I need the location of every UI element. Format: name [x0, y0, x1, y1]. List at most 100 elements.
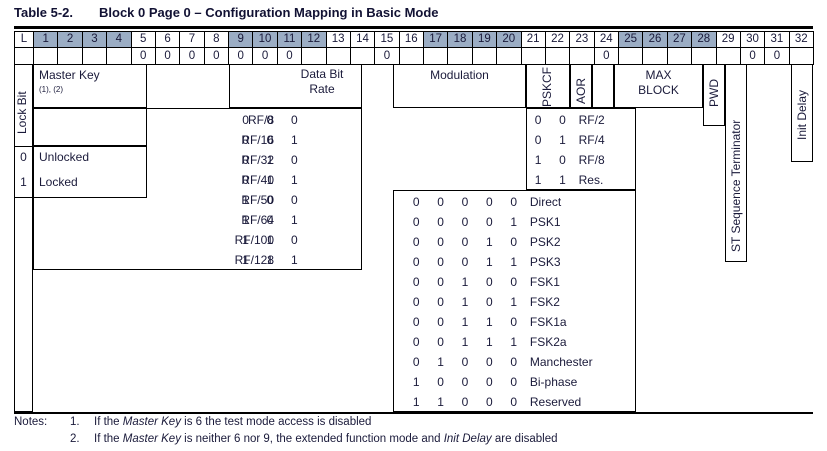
bit-default-16	[398, 47, 425, 65]
modulation-bit-1-1: 0	[437, 215, 444, 229]
modulation-bit-0-0: 0	[412, 195, 420, 209]
modulation-bit-5-1: 0	[437, 295, 444, 309]
data-bit-rate-bit-1-0: 0	[242, 133, 249, 147]
bit-default-6: 0	[154, 47, 181, 65]
modulation-bit-4-0: 0	[412, 275, 420, 289]
modulation-bit-9-0: 1	[412, 375, 420, 389]
modulation-bit-6-0: 0	[412, 315, 420, 329]
master-key-box	[33, 64, 147, 108]
bit-number-19: 19	[471, 31, 498, 48]
data-bit-rate-bit-5-2: 1	[290, 213, 298, 227]
modulation-name-5: FSK2	[529, 295, 560, 309]
table-caption: Block 0 Page 0 – Configuration Mapping i…	[99, 5, 439, 20]
modulation-bit-2-1: 0	[437, 235, 444, 249]
modulation-bit-0-3: 0	[485, 195, 493, 209]
data-bit-rate-bit-2-1: 1	[266, 153, 274, 167]
data-bit-rate-bit-5-1: 0	[266, 213, 274, 227]
data-bit-rate-label-line1: Data Bit	[300, 67, 344, 81]
modulation-name-3: PSK3	[529, 255, 561, 269]
bit-number-7: 7	[179, 31, 205, 48]
bit-number-31: 31	[764, 31, 790, 48]
data-bit-rate-name-0: RF/8	[247, 113, 274, 127]
data-bit-rate-bit-0-0: 0	[242, 113, 249, 127]
modulation-bit-1-2: 0	[461, 215, 469, 229]
modulation-bit-5-0: 0	[412, 295, 420, 309]
bit-number-5: 5	[130, 31, 156, 48]
bit-number-16: 16	[398, 31, 425, 48]
modulation-bit-7-3: 1	[485, 335, 493, 349]
pskcf-values-box	[526, 108, 636, 190]
bit-default-1	[32, 47, 59, 65]
modulation-bit-8-2: 0	[461, 355, 469, 369]
modulation-bit-4-3: 0	[485, 275, 493, 289]
st-sequence-terminator-label: ST Sequence Terminator	[729, 119, 743, 252]
pskcf-bit-3-0: 1	[534, 173, 542, 187]
pwd-box	[703, 64, 725, 126]
modulation-bit-8-1: 1	[437, 355, 444, 369]
bit-default-26	[642, 47, 668, 65]
bit-default-23	[569, 47, 595, 65]
bit-number-28: 28	[691, 31, 717, 48]
pskcf-bit-2-1: 0	[559, 153, 566, 167]
data-bit-rate-bit-3-2: 1	[290, 173, 298, 187]
data-bit-rate-bit-1-1: 0	[266, 133, 274, 147]
pskcf-bit-0-0: 0	[534, 113, 542, 127]
modulation-bit-3-4: 1	[510, 255, 518, 269]
modulation-bit-8-3: 0	[485, 355, 493, 369]
bit-number-23: 23	[569, 31, 595, 48]
bit-number-22: 22	[544, 31, 571, 48]
bit-default-4	[106, 47, 132, 65]
init-delay-label: Init Delay	[795, 89, 809, 140]
modulation-bit-1-0: 0	[412, 215, 420, 229]
bit-default-13	[325, 47, 351, 65]
bit-default-8: 0	[203, 47, 230, 65]
modulation-bit-2-4: 0	[510, 235, 518, 249]
bit-default-11: 0	[276, 47, 303, 65]
modulation-bit-4-2: 1	[461, 275, 469, 289]
data-bit-rate-values-box	[33, 108, 362, 270]
data-bit-rate-bit-2-0: 0	[242, 153, 249, 167]
modulation-bit-0-4: 0	[510, 195, 518, 209]
aor-extension-box	[592, 64, 614, 108]
modulation-bit-10-0: 1	[412, 395, 420, 409]
bit-number-26: 26	[642, 31, 668, 48]
data-bit-rate-bit-3-0: 0	[242, 173, 249, 187]
bit-number-24: 24	[593, 31, 620, 48]
modulation-bit-2-3: 1	[485, 235, 493, 249]
data-bit-rate-name-7: RF/128	[234, 253, 274, 267]
modulation-bit-10-1: 1	[437, 395, 444, 409]
pskcf-label: PSKCF	[540, 66, 554, 107]
bit-number-29: 29	[715, 31, 741, 48]
data-bit-rate-bit-6-0: 1	[242, 233, 249, 247]
modulation-bit-10-4: 0	[510, 395, 518, 409]
lock-value-bit-1: 1	[20, 175, 27, 189]
bit-number-32: 32	[788, 31, 815, 48]
data-bit-rate-bit-4-1: 0	[266, 193, 274, 207]
bit-number-8: 8	[203, 31, 230, 48]
modulation-bit-3-0: 0	[412, 255, 420, 269]
modulation-bit-10-3: 0	[485, 395, 493, 409]
bit-default-24: 0	[593, 47, 620, 65]
data-bit-rate-bit-6-2: 0	[290, 233, 298, 247]
modulation-bit-8-4: 0	[510, 355, 518, 369]
bit-default-7: 0	[179, 47, 205, 65]
table-number: Table 5-2.	[14, 5, 74, 20]
bit-number-2: 2	[57, 31, 83, 48]
modulation-name-7: FSK2a	[529, 335, 567, 349]
lock-value-bit-0: 0	[20, 150, 27, 164]
bit-default-l	[14, 47, 34, 65]
pskcf-bit-3-1: 1	[559, 173, 566, 187]
max-block-label-line1: MAX	[645, 68, 672, 82]
modulation-name-6: FSK1a	[529, 315, 567, 329]
bit-default-25	[617, 47, 644, 65]
bit-default-31: 0	[764, 47, 790, 65]
modulation-bit-3-1: 0	[437, 255, 444, 269]
data-bit-rate-bit-0-1: 0	[266, 113, 274, 127]
pskcf-bit-1-1: 1	[559, 133, 566, 147]
modulation-name-10: Reserved	[529, 395, 582, 409]
note-text-2: If the Master Key is neither 6 nor 9, th…	[94, 433, 558, 445]
data-bit-rate-bit-7-2: 1	[290, 253, 298, 267]
data-bit-rate-bit-2-2: 0	[290, 153, 298, 167]
